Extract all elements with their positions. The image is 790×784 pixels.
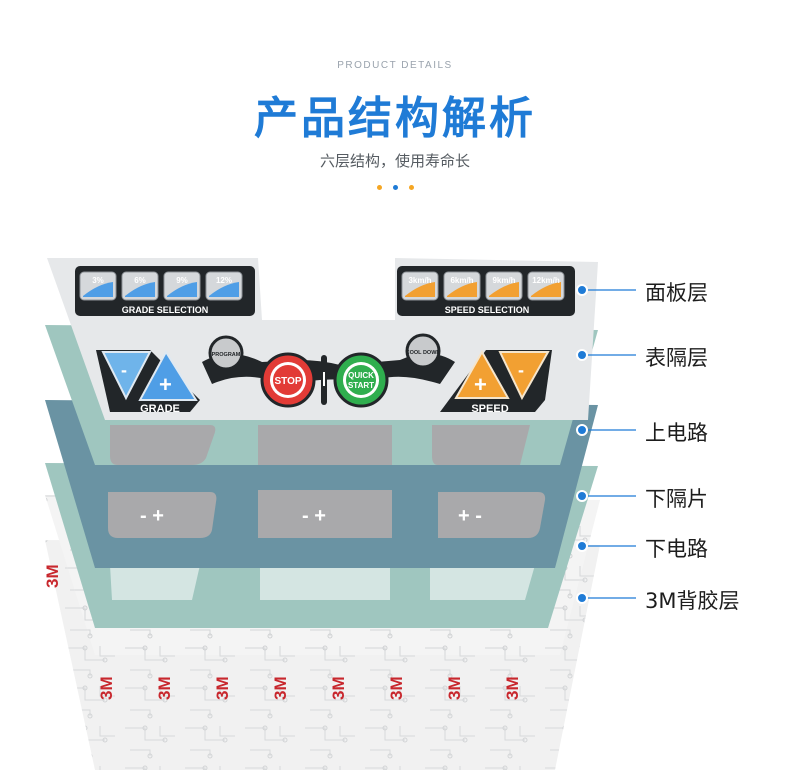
grade-selection-label: GRADE SELECTION bbox=[122, 305, 209, 315]
speed-button-4[interactable]: 12km/h bbox=[527, 271, 565, 301]
3m-mark: 3M bbox=[155, 676, 174, 700]
layer-face-panel: 3% 6% 9% 12% GRADE SELECTION 3km/h 6km/h 9km/… bbox=[47, 258, 598, 420]
3m-mark: 3M bbox=[213, 676, 232, 700]
speed-button-2[interactable]: 6km/h bbox=[443, 271, 481, 301]
3m-mark: 3M bbox=[445, 676, 464, 700]
grade-button-2[interactable]: 6% bbox=[121, 271, 159, 301]
dot-2 bbox=[393, 185, 398, 190]
grade-label: GRADE bbox=[140, 403, 180, 415]
grade-button-label: 9% bbox=[176, 276, 188, 285]
label-lower-spacer: 下隔片 bbox=[645, 487, 708, 511]
stop-label: STOP bbox=[274, 376, 301, 387]
upper-circuit-center-keys: - + bbox=[302, 505, 326, 527]
dot-3 bbox=[409, 185, 414, 190]
page-subtitle: 六层结构，使用寿命长 bbox=[319, 152, 470, 170]
label-upper-spacer: 表隔层 bbox=[645, 346, 708, 370]
grade-minus-symbol: - bbox=[121, 360, 127, 380]
decorative-dots bbox=[375, 185, 415, 191]
speed-button-group: 3km/h 6km/h 9km/h 12km/h bbox=[401, 271, 565, 301]
dot-1 bbox=[377, 185, 382, 190]
grade-button-group: 3% 6% 9% 12% bbox=[79, 271, 243, 301]
speed-button-label: 6km/h bbox=[450, 276, 473, 285]
cool-down-label: COOL DOWN bbox=[406, 350, 441, 356]
side-3m-mark: 3M bbox=[43, 564, 62, 588]
program-button[interactable] bbox=[208, 335, 244, 371]
quick-start-label-line1: QUICK bbox=[348, 371, 374, 380]
3m-mark: 3M bbox=[97, 676, 116, 700]
label-face-panel: 面板层 bbox=[645, 281, 708, 305]
speed-label: SPEED bbox=[471, 403, 508, 415]
layer-leader-lines bbox=[576, 284, 636, 604]
label-upper-circuit: 上电路 bbox=[645, 421, 708, 445]
grade-button-1[interactable]: 3% bbox=[79, 271, 117, 301]
grade-button-4[interactable]: 12% bbox=[205, 271, 243, 301]
program-label: PROGRAM bbox=[212, 352, 241, 358]
3m-mark: 3M bbox=[329, 676, 348, 700]
3m-mark: 3M bbox=[271, 676, 290, 700]
3m-mark: 3M bbox=[387, 676, 406, 700]
speed-minus-symbol: - bbox=[518, 360, 524, 380]
speed-plus-symbol: + bbox=[474, 372, 487, 397]
grade-plus-symbol: + bbox=[159, 372, 172, 397]
section-kicker: PRODUCT DETAILS bbox=[337, 60, 453, 71]
quick-start-label-line2: START bbox=[348, 381, 374, 390]
grade-button-label: 3% bbox=[92, 276, 104, 285]
3m-marks-row: 3M 3M 3M 3M 3M 3M 3M 3M bbox=[97, 676, 522, 700]
speed-selection-label: SPEED SELECTION bbox=[445, 305, 530, 315]
speed-button-label: 3km/h bbox=[408, 276, 431, 285]
upper-circuit-left-keys: - + bbox=[140, 505, 164, 527]
speed-button-label: 9km/h bbox=[492, 276, 515, 285]
speed-button-1[interactable]: 3km/h bbox=[401, 271, 439, 301]
page-title: 产品结构解析 bbox=[254, 93, 536, 144]
speed-button-3[interactable]: 9km/h bbox=[485, 271, 523, 301]
grade-button-label: 6% bbox=[134, 276, 146, 285]
label-lower-circuit: 下电路 bbox=[645, 537, 708, 561]
grade-button-3[interactable]: 9% bbox=[163, 271, 201, 301]
cool-down-button[interactable] bbox=[405, 333, 441, 369]
upper-circuit-right-keys: + - bbox=[458, 505, 482, 527]
3m-mark: 3M bbox=[503, 676, 522, 700]
grade-button-label: 12% bbox=[216, 276, 232, 285]
label-3m-adhesive: 3M背胶层 bbox=[645, 589, 740, 613]
speed-button-label: 12km/h bbox=[532, 276, 560, 285]
